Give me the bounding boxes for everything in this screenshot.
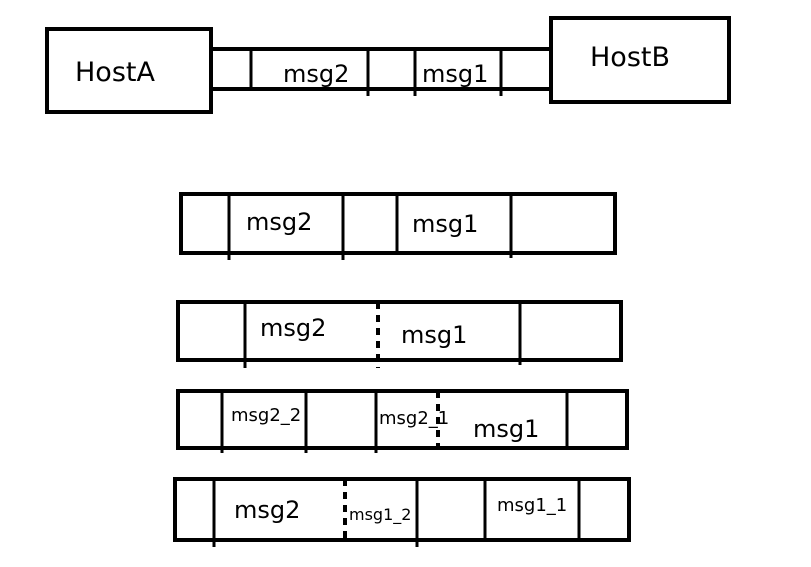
host-b-box [549, 16, 731, 104]
stream-3-msg2-1-label: msg2_1 [379, 408, 449, 429]
link-msg2-label: msg2 [283, 60, 349, 88]
host-b-label: HostB [590, 42, 670, 73]
stream-4-msg1-1-label: msg1_1 [497, 495, 567, 516]
stream-2-msg2-label: msg2 [260, 314, 326, 342]
stream-1-msg2-label: msg2 [246, 208, 312, 236]
stream-1-msg1-label: msg1 [412, 210, 478, 238]
stream-2-outline [176, 300, 623, 362]
stream-row-3: msg2_2 msg2_1 msg1 [176, 389, 629, 453]
host-link-row: HostA HostB msg2 msg1 [45, 16, 731, 114]
stream-3-outline [176, 389, 629, 450]
host-a-box [45, 27, 213, 114]
stream-2-msg1-label: msg1 [401, 321, 467, 349]
stream-row-4: msg2 msg1_2 msg1_1 [173, 477, 631, 547]
stream-4-msg1-2-label: msg1_2 [349, 505, 411, 525]
link-msg1-label: msg1 [422, 60, 488, 88]
host-a-label: HostA [75, 57, 155, 88]
stream-4-outline [173, 477, 631, 542]
stream-row-1: msg2 msg1 [179, 192, 617, 260]
stream-4-msg2-label: msg2 [234, 496, 300, 524]
stream-3-msg2-2-label: msg2_2 [231, 405, 301, 426]
stream-3-msg1-label: msg1 [473, 415, 539, 443]
stream-row-2: msg2 msg1 [176, 300, 623, 368]
